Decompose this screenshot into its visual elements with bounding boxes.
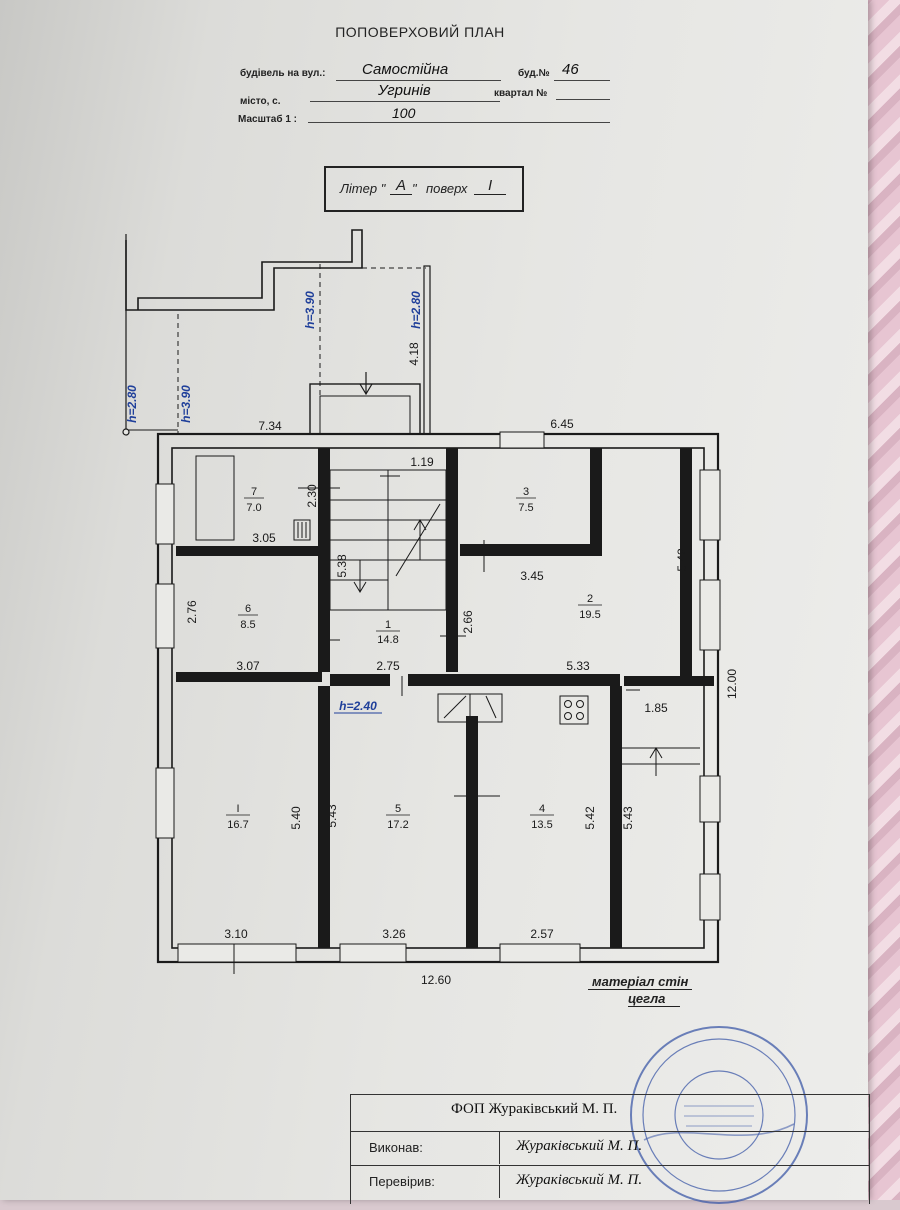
executed-value: Жураківський М. П. bbox=[516, 1138, 643, 1154]
scale-underline bbox=[308, 122, 610, 123]
dimension-6-45: 6.45 bbox=[550, 417, 574, 431]
dimension-5-40: 5.40 bbox=[289, 806, 303, 830]
street-underline bbox=[336, 80, 501, 81]
scale-value: 100 bbox=[392, 105, 416, 121]
city-underline bbox=[310, 101, 500, 102]
dimension-5-42-room4: 5.42 bbox=[583, 806, 597, 830]
room-3-number: 3 bbox=[523, 486, 529, 498]
checked-label: Перевірив: bbox=[369, 1174, 435, 1189]
height-3-90-left: h=3.90 bbox=[179, 385, 193, 423]
dimension-5-38: 5.38 bbox=[335, 554, 349, 578]
room-6-area: 8.5 bbox=[240, 619, 255, 631]
street-label: будівель на вул.: bbox=[240, 68, 326, 79]
room-7-area: 7.0 bbox=[246, 502, 261, 514]
room-4-area: 13.5 bbox=[531, 819, 552, 831]
room-4-number: 4 bbox=[539, 803, 545, 815]
quarter-label: квартал № bbox=[494, 88, 548, 99]
dimension-12-00: 12.00 bbox=[725, 669, 739, 699]
wall-material-label: матеріал стін bbox=[588, 974, 693, 990]
dimension-5-43-hall: 5.43 bbox=[621, 806, 635, 830]
dimension-2-57: 2.57 bbox=[530, 927, 554, 941]
dimension-12-60: 12.60 bbox=[421, 973, 451, 987]
document-title: ПОПОВЕРХОВИЙ ПЛАН bbox=[335, 24, 505, 40]
liter-floor-box: Літер " А " поверх І bbox=[324, 166, 524, 212]
building-label: буд.№ bbox=[518, 68, 550, 79]
height-2-80-porch: h=2.80 bbox=[409, 291, 423, 329]
executed-label: Виконав: bbox=[369, 1140, 423, 1155]
building-value: 46 bbox=[562, 61, 579, 78]
building-underline bbox=[554, 80, 610, 81]
street-value: Самостійна bbox=[362, 61, 449, 78]
dimension-2-75: 2.75 bbox=[376, 659, 400, 673]
wall-material-value: цегла bbox=[628, 991, 680, 1007]
dimension-5-33: 5.33 bbox=[566, 659, 590, 673]
dimension-3-10: 3.10 bbox=[224, 927, 248, 941]
height-2-80-left: h=2.80 bbox=[125, 385, 139, 423]
wall-material-note: матеріал стін цегла bbox=[588, 974, 693, 1007]
company-name: ФОП Жураківський М. П. bbox=[451, 1101, 618, 1117]
checked-row: Перевірив: Жураківський М. П. bbox=[351, 1165, 869, 1198]
liter-value: А bbox=[390, 177, 413, 195]
room-I-number: I bbox=[236, 803, 239, 815]
dimension-5-42-right: 5.42 bbox=[675, 548, 689, 572]
dimension-7-34: 7.34 bbox=[258, 419, 282, 433]
room-2-area: 19.5 bbox=[579, 609, 600, 621]
dimension-2-66: 2.66 bbox=[461, 610, 475, 634]
liter-label: Літер " bbox=[340, 181, 386, 196]
dimension-2-76: 2.76 bbox=[185, 600, 199, 624]
executed-row: Виконав: Жураківський М. П. bbox=[351, 1131, 869, 1164]
room-2-number: 2 bbox=[587, 593, 593, 605]
scale-label: Масштаб 1 : bbox=[238, 114, 297, 125]
dimension-2-30: 2.30 bbox=[305, 484, 319, 508]
height-2-40: h=2.40 bbox=[339, 699, 377, 713]
room-5-area: 17.2 bbox=[387, 819, 408, 831]
dimension-3-07: 3.07 bbox=[236, 659, 260, 673]
city-label: місто, с. bbox=[240, 96, 281, 107]
dimension-3-45: 3.45 bbox=[520, 569, 544, 583]
dimension-3-26: 3.26 bbox=[382, 927, 406, 941]
city-value: Угринів bbox=[378, 82, 431, 99]
dimension-4-18: 4.18 bbox=[407, 342, 421, 366]
dimension-3-05: 3.05 bbox=[252, 531, 276, 545]
room-5-number: 5 bbox=[395, 803, 401, 815]
room-1-number: 1 bbox=[385, 619, 391, 631]
room-7-number: 7 bbox=[251, 486, 257, 498]
dimension-5-43-room5: 5.43 bbox=[325, 804, 339, 828]
floor-value: І bbox=[474, 177, 507, 195]
title-block: ФОП Жураківський М. П. Виконав: Жураківс… bbox=[350, 1094, 870, 1204]
height-3-90-porch: h=3.90 bbox=[303, 291, 317, 329]
quarter-underline bbox=[556, 99, 610, 100]
floor-plan-drawing: 7 7.0 3 7.5 6 8.5 1 14.8 2 19.5 I 16.7 5… bbox=[122, 229, 739, 987]
room-I-area: 16.7 bbox=[227, 819, 248, 831]
floor-plan-sheet: ПОПОВЕРХОВИЙ ПЛАН будівель на вул.: Само… bbox=[0, 0, 870, 1204]
room-1-area: 14.8 bbox=[377, 634, 398, 646]
floor-label: поверх bbox=[426, 181, 468, 196]
room-6-number: 6 bbox=[245, 603, 251, 615]
room-3-area: 7.5 bbox=[518, 502, 533, 514]
dimension-1-85: 1.85 bbox=[644, 701, 668, 715]
liter-close-quote: " bbox=[412, 181, 417, 196]
checked-value: Жураківський М. П. bbox=[516, 1172, 643, 1188]
dimension-1-19: 1.19 bbox=[410, 455, 434, 469]
